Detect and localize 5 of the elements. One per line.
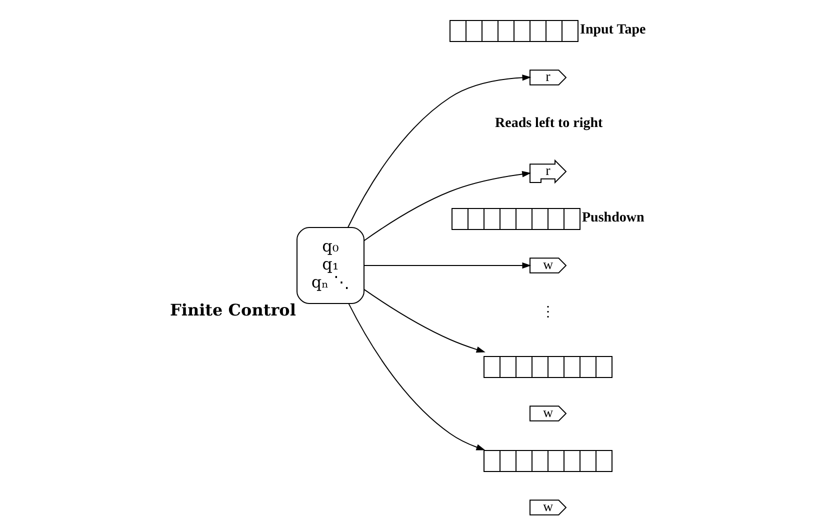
node-label: Finite Control [170,300,296,320]
node-label: Input Tape [580,22,646,38]
label: Reads left to right [494,116,602,132]
label: ⋮ [540,305,554,320]
node-label: Pushdown [582,210,644,226]
